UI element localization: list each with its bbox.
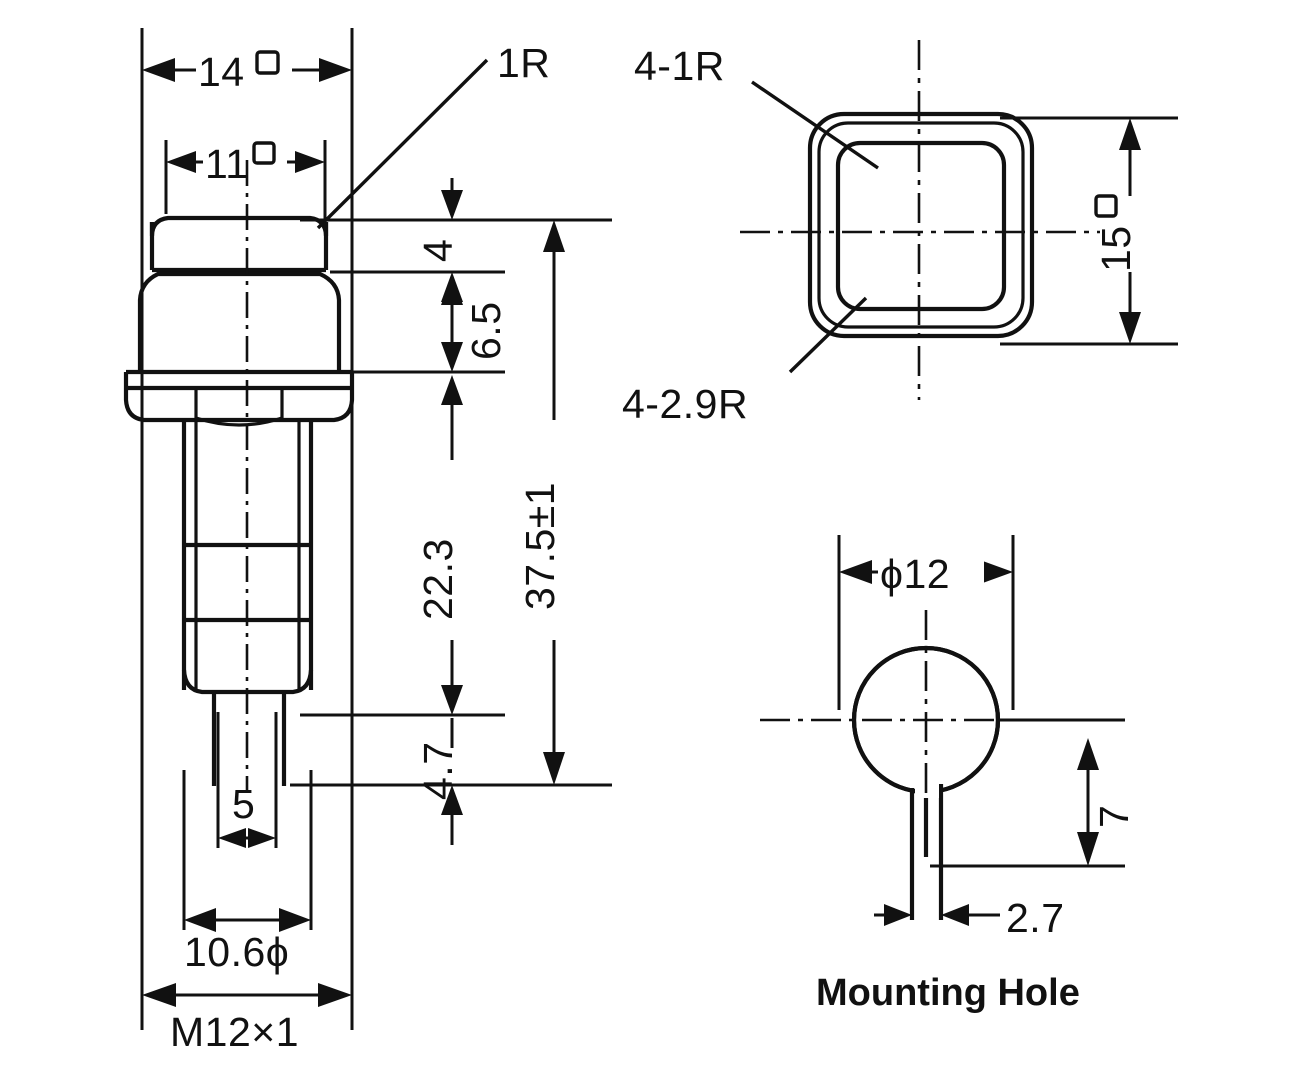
- dim-overall-length-37-5: 37.5±1: [517, 220, 565, 785]
- arrowhead-right-phi12: [980, 560, 1013, 584]
- dim-thread-m12x1: M12×1: [142, 983, 352, 1055]
- leader-line-4-29r: [788, 296, 868, 374]
- cap-middle-square: [817, 121, 1025, 329]
- dim-keyway-width-2-7: 2.7: [874, 895, 1065, 941]
- arrowhead-right-27-left: [884, 904, 912, 926]
- dim-label-15: 15: [1093, 225, 1139, 272]
- square-symbol-icon-11: [252, 141, 276, 165]
- dim-label-37-5: 37.5±1: [517, 482, 563, 610]
- dim-keyway-offset-7: 7: [1077, 738, 1137, 866]
- arrowhead-left-14: [142, 58, 175, 82]
- arrowhead-left-m12: [142, 983, 176, 1007]
- arrowhead-left-phi12: [839, 560, 872, 584]
- dim-label-22-3: 22.3: [415, 538, 461, 620]
- arrowhead-left-106: [184, 908, 216, 932]
- arrowhead-up-7: [1077, 738, 1099, 770]
- arrowhead-down-7: [1077, 832, 1099, 866]
- mounting-hole-view-group: ϕ12 7 2.7 Mounting: [760, 535, 1137, 1014]
- arrowhead-right-m12: [318, 983, 352, 1007]
- switch-body-outline: [123, 215, 355, 786]
- arrowhead-up-15: [1119, 118, 1141, 150]
- dim-cap-height-4: 4: [415, 178, 463, 330]
- dim-label-1r: 1R: [497, 40, 550, 86]
- top-view-group: 4-1R 4-2.9R 15: [622, 40, 1178, 427]
- dim-barrel-diameter-10-6: 10.6ϕ: [184, 908, 311, 975]
- dim-label-4-2-9r: 4-2.9R: [622, 381, 748, 427]
- leader-line-1r: [316, 58, 489, 230]
- arrowhead-down-223: [441, 685, 463, 715]
- dim-label-5: 5: [232, 781, 255, 827]
- dim-cap-size-15: 15: [1000, 116, 1178, 346]
- leader-line-4-1r: [751, 80, 879, 170]
- dim-hole-diameter-phi12: ϕ12: [839, 548, 1013, 597]
- dim-corner-radius-1r: 1R: [316, 40, 550, 230]
- front-view-group: 14 11 1R: [123, 28, 612, 1055]
- dim-label-4: 4: [415, 239, 461, 262]
- dim-outer-radius-4-1r: 4-1R: [634, 43, 879, 170]
- cap-inner-square: [835, 140, 1007, 312]
- dim-text-bg-phi12: [878, 548, 984, 596]
- arrowhead-down-375: [543, 752, 565, 785]
- dim-bezel-width-11: 11: [166, 138, 325, 187]
- dim-label-14: 14: [198, 49, 245, 95]
- front-view-horizontal-witness: [290, 218, 612, 787]
- dim-label-4-1r: 4-1R: [634, 43, 725, 89]
- arrowhead-up-375: [543, 220, 565, 252]
- dim-label-m12x1: M12×1: [170, 1009, 299, 1055]
- arrowhead-left-11: [166, 151, 196, 173]
- arrowhead-right-5: [248, 828, 276, 848]
- square-symbol-icon-14: [255, 50, 280, 75]
- arrowhead-left-5: [218, 828, 246, 848]
- dim-label-7: 7: [1091, 805, 1137, 828]
- dim-bezel-height-6-5: 6.5: [441, 275, 509, 372]
- arrowhead-right-11: [295, 151, 325, 173]
- dim-label-11: 11: [205, 141, 249, 187]
- dim-label-6-5: 6.5: [463, 302, 509, 361]
- dim-label-phi12: ϕ12: [880, 551, 950, 597]
- dim-terminal-length-4-7: 4.7: [415, 718, 463, 845]
- square-symbol-icon-15: [1094, 194, 1118, 218]
- arrowhead-right-106: [279, 908, 311, 932]
- arrowhead-up-65: [441, 275, 463, 305]
- arrowhead-left-27-right: [941, 904, 969, 926]
- cap-outer-square: [807, 111, 1035, 339]
- dim-terminal-spacing-5: 5: [218, 781, 276, 848]
- button-cap-top: [149, 215, 329, 237]
- arrowhead-down-15: [1119, 312, 1141, 344]
- dim-label-2-7: 2.7: [1006, 895, 1065, 941]
- arrowhead-up-223: [441, 375, 463, 405]
- arrowhead-right-14: [319, 58, 352, 82]
- dim-text-bg-223: [430, 460, 476, 640]
- bezel-shroud: [137, 271, 342, 372]
- hex-nut-chamfer-arc: [195, 416, 283, 427]
- mounting-hole-caption: Mounting Hole: [816, 972, 1080, 1014]
- arrowhead-down-65: [441, 342, 463, 372]
- arrowhead-up-47: [441, 785, 463, 815]
- dim-body-length-22-3: 22.3: [415, 375, 476, 715]
- arrowhead-down-4: [441, 190, 463, 220]
- dim-label-10-6: 10.6ϕ: [184, 929, 289, 975]
- dim-cap-width-14: 14: [142, 46, 352, 95]
- hex-nut-profile: [123, 388, 355, 423]
- dim-inner-radius-4-2-9r: 4-2.9R: [622, 296, 868, 427]
- dim-label-4-7: 4.7: [415, 742, 461, 801]
